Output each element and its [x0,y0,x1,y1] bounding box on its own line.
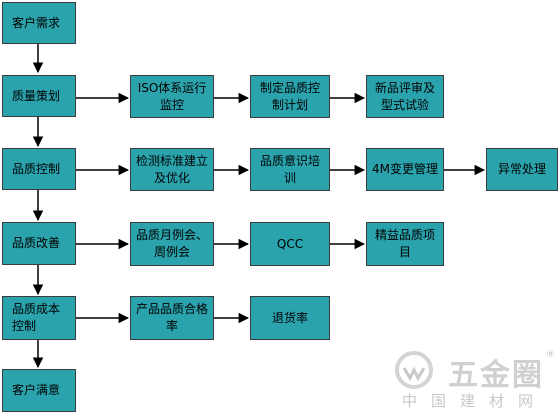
watermark-emblem-icon [395,351,433,389]
node-control-plan-label: 制定品质控制计划 [259,80,320,112]
node-qcc-label: QCC [276,236,304,251]
watermark-logo: 五金圈 ® [390,346,555,393]
node-quality-control-label: 品质控制 [12,161,61,176]
node-control-plan: 制定品质控制计划 [250,75,330,118]
node-4m-change: 4M变更管理 [366,148,444,191]
node-return-rate: 退货率 [250,296,330,340]
node-monthly-weekly-meeting: 品质月例会、周例会 [130,222,214,266]
node-quality-planning-label: 质量策划 [12,88,61,103]
node-customer-demand: 客户需求 [2,2,76,44]
node-customer-demand-label: 客户需求 [12,15,61,30]
node-4m-change-label: 4M变更管理 [372,162,438,176]
node-lean-quality-project-label: 精益品质项目 [374,228,435,259]
node-quality-planning: 质量策划 [2,75,76,117]
node-return-rate-label: 退货率 [271,310,308,325]
node-customer-satisfaction-label: 客户满意 [12,383,61,397]
node-quality-control: 品质控制 [2,148,76,190]
node-quality-cost-control: 品质成本控制 [2,296,76,340]
node-quality-cost-control-label: 品质成本控制 [12,302,61,333]
watermark-site-name: 中国建材网 [402,392,548,410]
node-exception-handling-label: 异常处理 [497,162,546,176]
node-quality-improvement: 品质改善 [2,222,76,265]
watermark-registered-mark: ® [546,350,555,360]
node-customer-satisfaction: 客户满意 [2,369,76,412]
node-qcc: QCC [250,222,330,266]
node-iso-system-label: ISO体系运行监控 [137,80,207,112]
node-inspection-standard: 检测标准建立及优化 [130,148,214,191]
node-quality-awareness-label: 品质意识培训 [259,153,320,185]
node-inspection-standard-label: 检测标准建立及优化 [136,153,209,185]
node-iso-system: ISO体系运行监控 [130,75,214,118]
node-product-pass-rate: 产品品质合格率 [130,296,214,340]
node-new-product-review: 新品评审及型式试验 [366,75,444,118]
node-new-product-review-label: 新品评审及型式试验 [374,80,435,112]
watermark-logo-text: 五金圈 [448,358,544,393]
node-quality-improvement-label: 品质改善 [12,236,61,250]
node-quality-awareness: 品质意识培训 [250,148,330,191]
node-lean-quality-project: 精益品质项目 [366,222,444,266]
node-product-pass-rate-label: 产品品质合格率 [136,302,209,333]
node-exception-handling: 异常处理 [486,148,558,191]
node-monthly-weekly-meeting-label: 品质月例会、周例会 [136,228,209,259]
